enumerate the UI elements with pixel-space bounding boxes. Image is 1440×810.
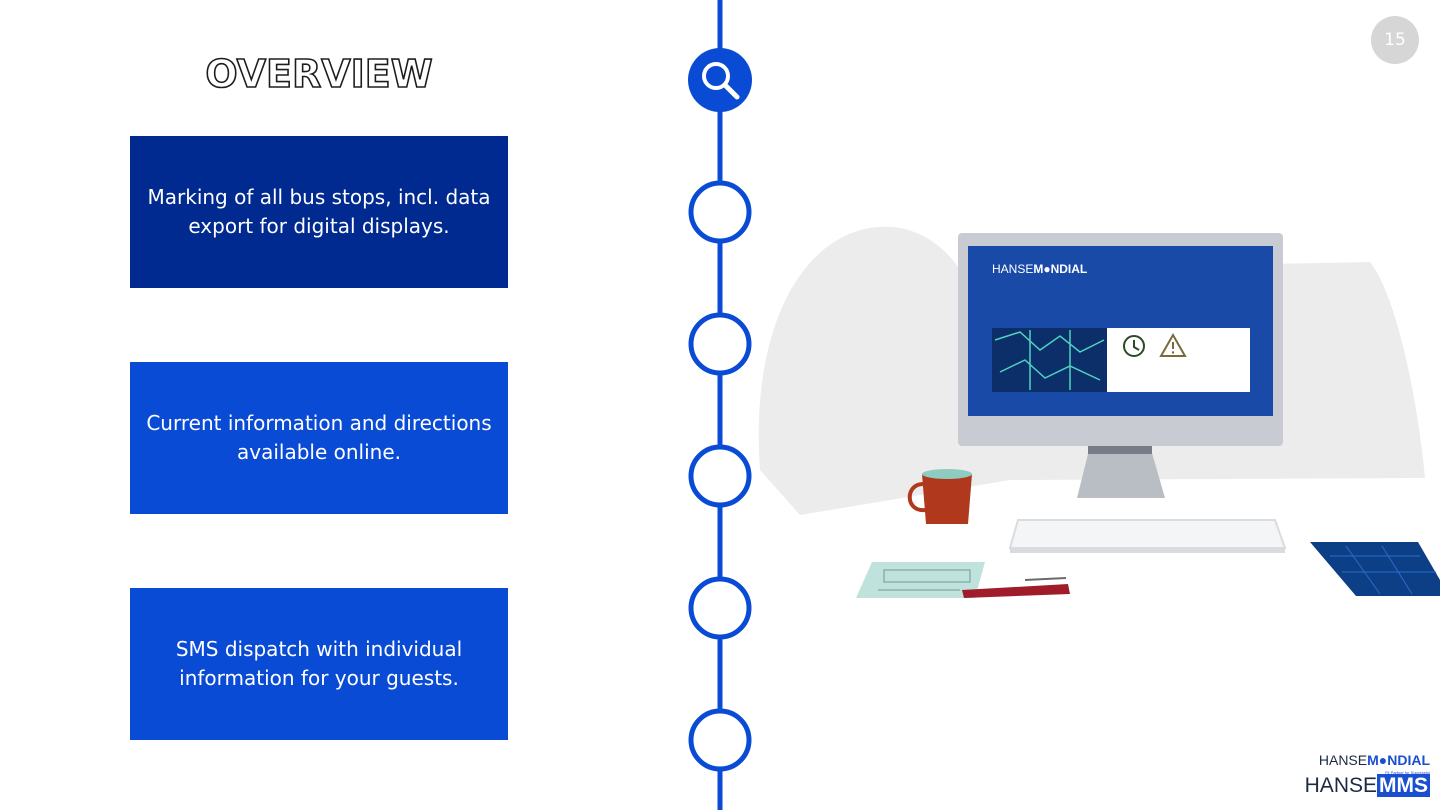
keyboard <box>1008 519 1287 553</box>
feature-card-line: Marking of all bus stops, incl. data <box>147 185 491 209</box>
feature-card-online-info: Current information and directions avail… <box>130 362 508 514</box>
timeline-node <box>688 312 752 376</box>
page-number-badge: 15 <box>1371 16 1419 64</box>
feature-card-line: information for your guests. <box>179 666 459 690</box>
clock-icon <box>1123 335 1145 357</box>
company-logo: HANSEM●NDIAL Fit Partner for Successful … <box>1300 750 1432 800</box>
screen-panel <box>1107 328 1250 392</box>
timeline-node-active[interactable] <box>688 48 752 112</box>
screen-brand: HANSEM●NDIAL <box>992 262 1087 276</box>
screen-map <box>992 328 1107 392</box>
feature-card-bus-stops: Marking of all bus stops, incl. data exp… <box>130 136 508 288</box>
page-number: 15 <box>1384 30 1406 50</box>
feature-card-text: SMS dispatch with individual information… <box>176 635 462 693</box>
timeline-node <box>688 576 752 640</box>
timeline-node <box>688 444 752 508</box>
feature-card-text: Marking of all bus stops, incl. data exp… <box>148 183 491 241</box>
feature-card-line: export for digital displays. <box>188 214 450 238</box>
desk-illustration: HANSEM●NDIAL <box>758 226 1440 598</box>
feature-card-line: available online. <box>237 440 401 464</box>
timeline-node <box>688 708 752 772</box>
notepad-and-pen <box>856 562 1070 598</box>
monitor-stand <box>1077 446 1165 498</box>
feature-card-line: SMS dispatch with individual <box>175 637 463 661</box>
search-icon <box>702 62 740 100</box>
warning-icon <box>1159 332 1187 357</box>
logo-hansemms: HANSEMMS <box>1304 774 1430 797</box>
feature-card-text: Current information and directions avail… <box>146 409 491 467</box>
page-title: OVERVIEW <box>205 51 434 97</box>
logo-tagline: Fit Partner for Successful <box>1385 770 1430 775</box>
mug <box>907 469 972 524</box>
logo-hansemondial: HANSEM●NDIAL <box>1318 752 1430 768</box>
feature-card-sms: SMS dispatch with individual information… <box>130 588 508 740</box>
timeline-node <box>688 180 752 244</box>
feature-card-line: Current information and directions <box>146 411 492 435</box>
monitor: HANSEM●NDIAL <box>958 233 1283 498</box>
solar-tablet <box>1310 542 1440 596</box>
